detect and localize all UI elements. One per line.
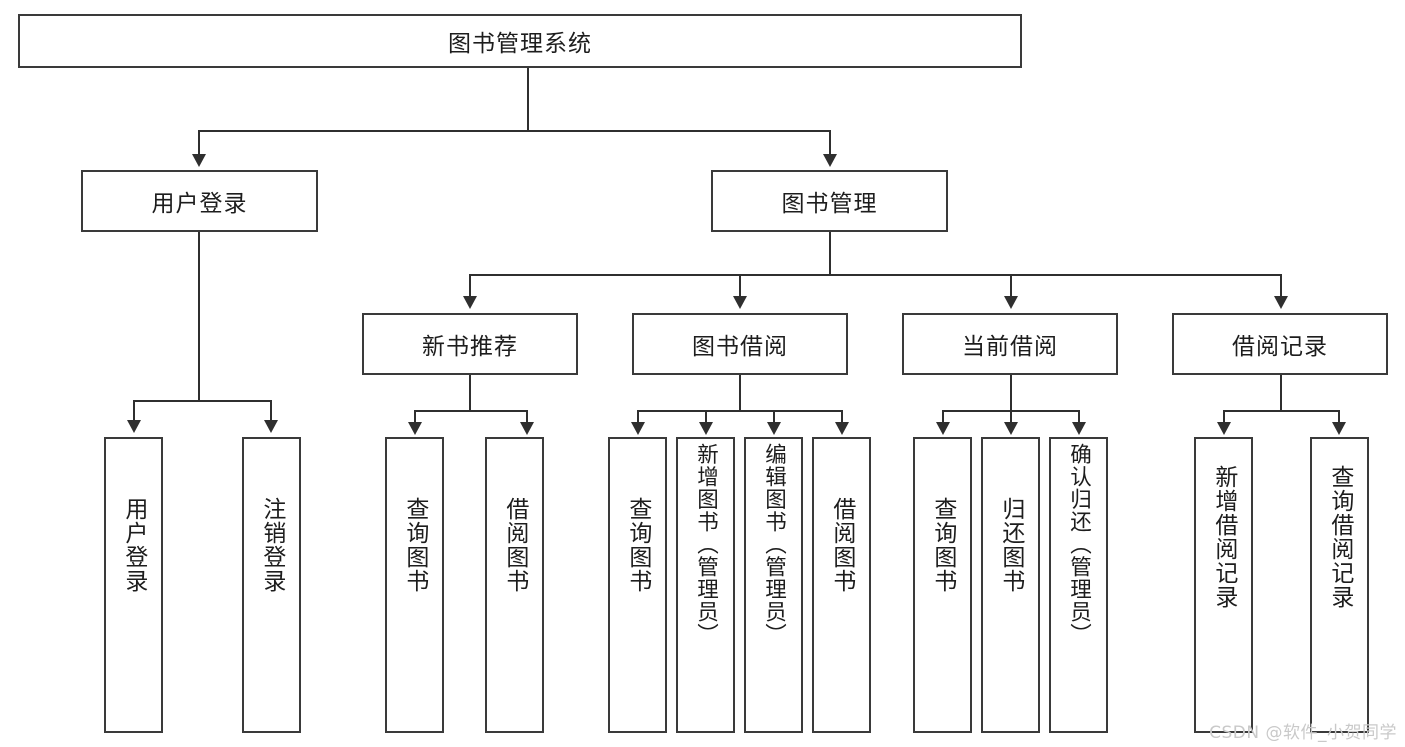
leaf-label: 新增图书（管理员） [693,443,719,646]
leaf-label: 新增借阅记录 [1210,465,1237,609]
arrow-to-leaf-add-record [1217,422,1231,435]
connector-borrow-record-bus [1223,410,1340,412]
node-label: 图书借阅 [692,334,788,360]
arrow-to-leaf-query-book-3 [936,422,950,435]
node-book-borrow[interactable]: 图书借阅 [632,313,848,375]
connector-borrow-record-drop-1 [1223,410,1225,424]
leaf-label: 查询图书 [624,497,651,593]
connector-book-borrow-drop-2 [705,410,707,424]
leaf-label: 查询图书 [401,497,428,593]
connector-current-borrow-stem [1010,375,1012,410]
leaf-label: 借阅图书 [501,497,528,593]
arrow-to-user-login [192,154,206,167]
leaf-query-borrow-record[interactable]: 查询借阅记录 [1310,437,1369,733]
leaf-label: 查询图书 [929,497,956,593]
arrow-to-leaf-borrow-book-2 [835,422,849,435]
connector-borrow-record-stem [1280,375,1282,410]
connector-borrow-record-drop-2 [1338,410,1340,424]
connector-new-book-stem [469,375,471,410]
connector-root-stem [527,68,529,130]
arrow-to-new-book [463,296,477,309]
arrow-to-leaf-query-book-2 [631,422,645,435]
leaf-confirm-return-admin[interactable]: 确认归还（管理员） [1049,437,1108,733]
node-label: 借阅记录 [1232,334,1328,360]
node-label: 当前借阅 [962,334,1058,360]
connector-new-book-drop-2 [526,410,528,424]
leaf-label: 确认归还（管理员） [1066,443,1092,646]
arrow-to-leaf-user-login [127,420,141,433]
connector-to-current-borrow [1010,274,1012,298]
arrow-to-leaf-edit-book [767,422,781,435]
connector-book-borrow-bus [637,410,842,412]
leaf-label: 查询借阅记录 [1326,465,1353,609]
node-new-book-recommend[interactable]: 新书推荐 [362,313,578,375]
leaf-label: 注销登录 [258,497,285,593]
node-label: 图书管理系统 [448,31,592,57]
connector-book-borrow-drop-1 [637,410,639,424]
arrow-to-borrow-record [1274,296,1288,309]
watermark-text: CSDN @软件_小贺同学 [1209,723,1397,743]
arrow-to-leaf-add-book [699,422,713,435]
connector-to-book-borrow [739,274,741,298]
connector-new-book-bus [414,410,528,412]
leaf-add-borrow-record[interactable]: 新增借阅记录 [1194,437,1253,733]
connector-root-to-book-mgmt [829,130,831,156]
connector-new-book-drop-1 [414,410,416,424]
connector-root-bus [198,130,830,132]
node-user-login[interactable]: 用户登录 [81,170,318,232]
leaf-add-book-admin[interactable]: 新增图书（管理员） [676,437,735,733]
leaf-label: 用户登录 [120,497,147,593]
node-label: 用户登录 [151,191,248,217]
node-root-system[interactable]: 图书管理系统 [18,14,1022,68]
connector-root-to-user-login [198,130,200,156]
arrow-to-leaf-return-book [1004,422,1018,435]
leaf-label: 借阅图书 [828,497,855,593]
connector-current-borrow-drop-1 [942,410,944,424]
arrow-to-leaf-logout [264,420,278,433]
arrow-to-leaf-confirm-return [1072,422,1086,435]
node-borrow-record[interactable]: 借阅记录 [1172,313,1388,375]
leaf-query-book-recommend[interactable]: 查询图书 [385,437,444,733]
leaf-logout[interactable]: 注销登录 [242,437,301,733]
connector-current-borrow-drop-3 [1078,410,1080,424]
arrow-to-book-mgmt [823,154,837,167]
connector-book-borrow-stem [739,375,741,410]
connector-user-login-stem [198,232,200,400]
leaf-label: 归还图书 [997,497,1024,593]
connector-book-mgmt-stem [829,232,831,274]
arrow-to-leaf-query-record [1332,422,1346,435]
leaf-query-book-borrow[interactable]: 查询图书 [608,437,667,733]
leaf-user-login[interactable]: 用户登录 [104,437,163,733]
arrow-to-current-borrow [1004,296,1018,309]
node-current-borrow[interactable]: 当前借阅 [902,313,1118,375]
connector-book-borrow-drop-4 [841,410,843,424]
connector-book-mgmt-bus [469,274,1281,276]
connector-book-borrow-drop-3 [773,410,775,424]
node-label: 新书推荐 [422,334,518,360]
arrow-to-leaf-query-book-1 [408,422,422,435]
arrow-to-book-borrow [733,296,747,309]
node-label: 图书管理 [781,191,878,217]
connector-user-login-bus [133,400,271,402]
leaf-return-book[interactable]: 归还图书 [981,437,1040,733]
node-book-management[interactable]: 图书管理 [711,170,948,232]
connector-current-borrow-drop-2 [1010,410,1012,424]
connector-to-new-book [469,274,471,298]
leaf-borrow-book-recommend[interactable]: 借阅图书 [485,437,544,733]
leaf-label: 编辑图书（管理员） [761,443,787,646]
connector-to-borrow-record [1280,274,1282,298]
connector-user-login-drop-2 [270,400,272,422]
connector-user-login-drop-1 [133,400,135,422]
leaf-borrow-book-borrow[interactable]: 借阅图书 [812,437,871,733]
leaf-query-book-current[interactable]: 查询图书 [913,437,972,733]
arrow-to-leaf-borrow-book-1 [520,422,534,435]
leaf-edit-book-admin[interactable]: 编辑图书（管理员） [744,437,803,733]
